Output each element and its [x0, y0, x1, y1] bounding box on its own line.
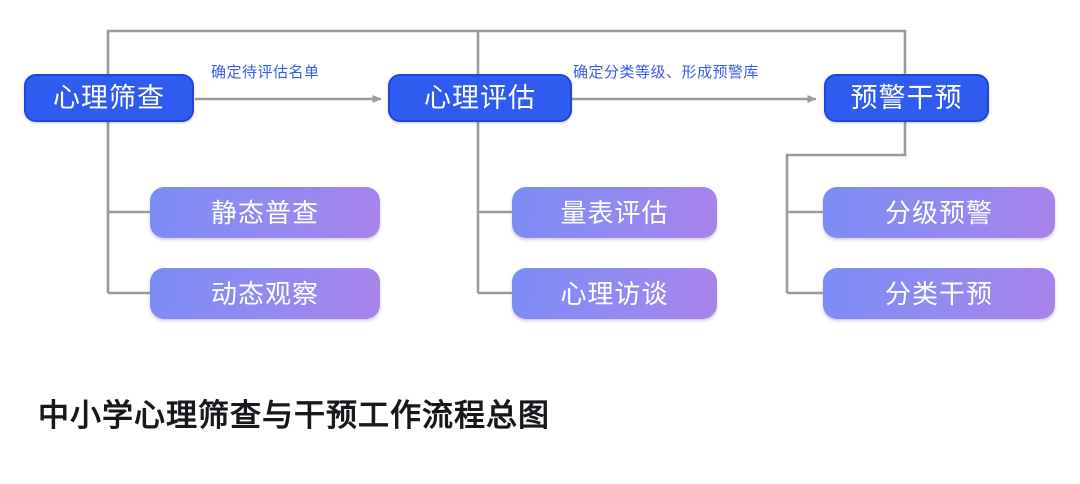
node-screening[interactable]: 心理筛查 — [24, 74, 194, 122]
node-intervention[interactable]: 预警干预 — [824, 74, 989, 122]
node-scale-assessment[interactable]: 量表评估 — [512, 187, 717, 238]
node-dynamic-observation[interactable]: 动态观察 — [150, 268, 380, 319]
edge-label-screening-to-assessment: 确定待评估名单 — [211, 64, 320, 81]
node-psychological-interview[interactable]: 心理访谈 — [512, 268, 717, 319]
edge-label-assessment-to-intervention: 确定分类等级、形成预警库 — [573, 64, 760, 81]
node-assessment[interactable]: 心理评估 — [388, 74, 572, 122]
node-classified-intervention[interactable]: 分类干预 — [823, 268, 1055, 319]
node-static-census[interactable]: 静态普查 — [150, 187, 380, 238]
node-tiered-warning[interactable]: 分级预警 — [823, 187, 1055, 238]
diagram-caption: 中小学心理筛查与干预工作流程总图 — [38, 398, 550, 434]
